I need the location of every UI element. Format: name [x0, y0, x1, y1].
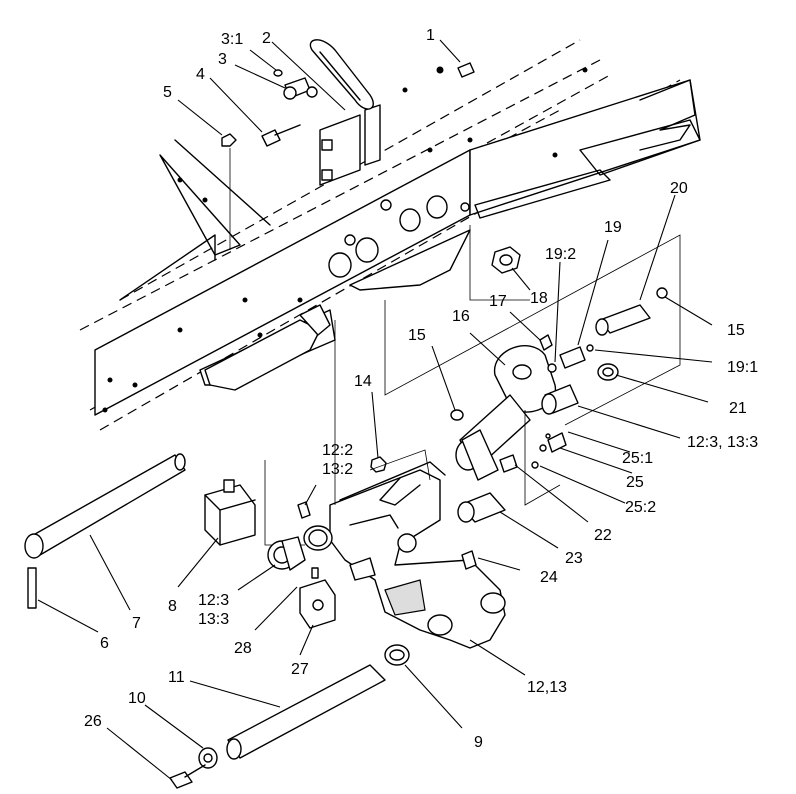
callout-19-1: 19:1	[727, 359, 758, 376]
leader-lines	[37, 39, 713, 781]
callout-25-2: 25:2	[625, 499, 656, 516]
callout-6: 6	[100, 635, 109, 652]
callout-14: 14	[354, 373, 372, 390]
callout-7: 7	[132, 615, 141, 632]
callout-4: 4	[196, 66, 205, 83]
callout-2: 2	[262, 30, 271, 47]
callout-3-1: 3:1	[221, 31, 243, 48]
nut-18	[469, 225, 530, 301]
bottom-parts	[169, 644, 410, 789]
callout-19-2: 19:2	[545, 246, 576, 263]
callout-12-2: 12:2	[322, 442, 353, 459]
callout-16: 16	[452, 308, 470, 325]
callout-25-1: 25:1	[622, 450, 653, 467]
callout-12-3-13-3-right: 12:3, 13:3	[687, 434, 758, 451]
callout-labels: 3:1 2 1 3 4 5 20 19 19:2 18 17 16 15 15 …	[84, 27, 758, 751]
callout-20: 20	[670, 180, 688, 197]
callout-12-13: 12,13	[527, 679, 567, 696]
callout-10: 10	[128, 690, 146, 707]
callout-5: 5	[163, 84, 172, 101]
callout-13-3-left: 13:3	[198, 611, 229, 628]
callout-21: 21	[729, 400, 747, 417]
callout-12-3-left: 12:3	[198, 592, 229, 609]
callout-9: 9	[474, 734, 483, 751]
callout-11: 11	[168, 669, 185, 686]
callout-22: 22	[594, 527, 612, 544]
callout-24: 24	[540, 569, 558, 586]
callout-26: 26	[84, 713, 102, 730]
callout-19: 19	[604, 219, 622, 236]
callout-25: 25	[626, 474, 644, 491]
left-parts	[24, 453, 336, 629]
callout-15-left: 15	[408, 327, 426, 344]
callout-15-right: 15	[727, 322, 745, 339]
main-casting-12-13	[264, 320, 518, 649]
callout-1: 1	[426, 27, 435, 44]
callout-8: 8	[168, 598, 177, 615]
callout-17: 17	[489, 293, 507, 310]
callout-13-2: 13:2	[322, 461, 353, 478]
callout-27: 27	[291, 661, 309, 678]
callout-18: 18	[530, 290, 548, 307]
top-bracket-assembly	[221, 39, 475, 250]
callout-3: 3	[218, 51, 227, 68]
callout-28: 28	[234, 640, 252, 657]
callout-23: 23	[565, 550, 583, 567]
